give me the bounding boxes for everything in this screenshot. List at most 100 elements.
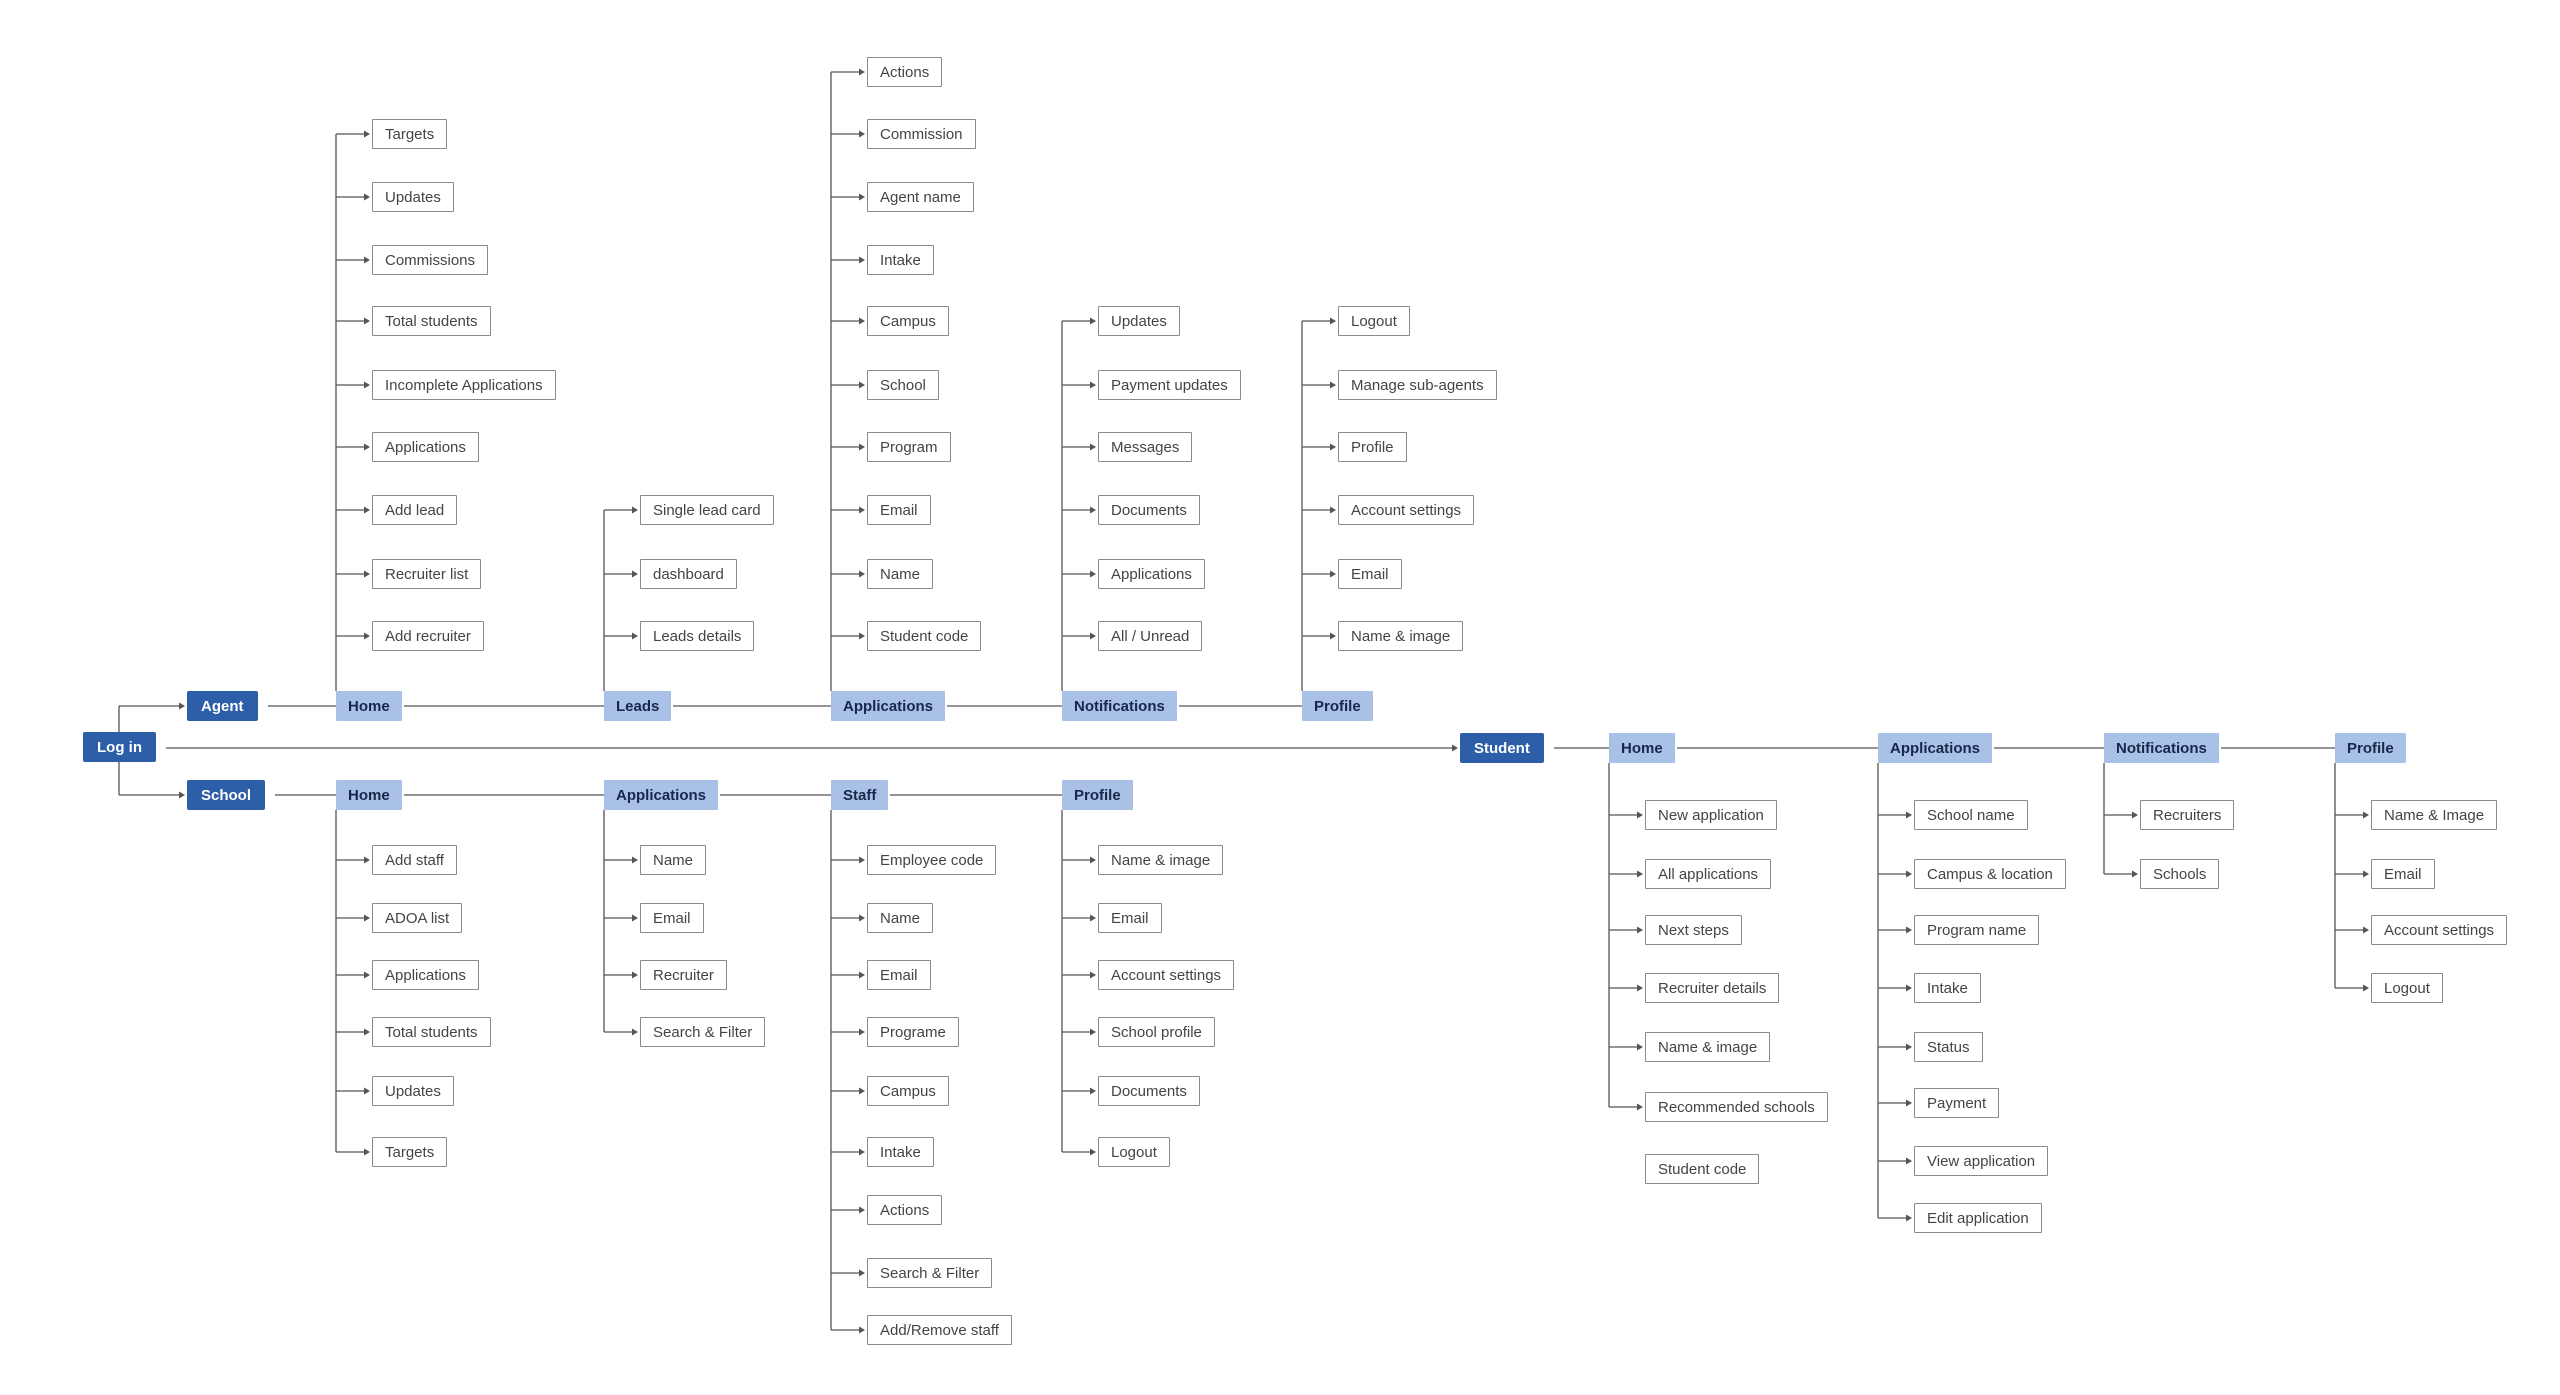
agent-applications-item-intake[interactable]: Intake: [867, 245, 934, 275]
student-section-profile[interactable]: Profile: [2335, 733, 2406, 763]
school-staff-item-intake[interactable]: Intake: [867, 1137, 934, 1167]
student-applications-item-payment[interactable]: Payment: [1914, 1088, 2000, 1118]
student-home-item-all-applications[interactable]: All applications: [1645, 859, 1772, 889]
agent-home-item-add-recruiter[interactable]: Add recruiter: [372, 621, 484, 651]
agent-applications-item-actions[interactable]: Actions: [867, 57, 943, 87]
agent-applications-item-agent-name[interactable]: Agent name: [867, 182, 974, 212]
agent-section-notifications[interactable]: Notifications: [1062, 691, 1177, 721]
school-profile-item-documents[interactable]: Documents: [1098, 1076, 1200, 1106]
arrow-head-icon: [364, 193, 370, 201]
school-applications-item-search-filter[interactable]: Search & Filter: [640, 1017, 766, 1047]
agent-profile-item-account-settings[interactable]: Account settings: [1338, 495, 1475, 525]
agent-notifications-item-payment-updates[interactable]: Payment updates: [1098, 370, 1241, 400]
role-school[interactable]: School: [187, 780, 266, 810]
agent-home-item-updates[interactable]: Updates: [372, 182, 454, 212]
student-applications-item-school-name[interactable]: School name: [1914, 800, 2028, 830]
agent-section-leads[interactable]: Leads: [604, 691, 672, 721]
student-profile-item-email[interactable]: Email: [2371, 859, 2435, 889]
student-notifications-item-recruiters[interactable]: Recruiters: [2140, 800, 2235, 830]
school-profile-item-name-image[interactable]: Name & image: [1098, 845, 1224, 875]
school-profile-item-email[interactable]: Email: [1098, 903, 1162, 933]
agent-applications-item-name[interactable]: Name: [867, 559, 934, 589]
student-applications-item-view-application[interactable]: View application: [1914, 1146, 2049, 1176]
agent-profile-item-profile[interactable]: Profile: [1338, 432, 1407, 462]
school-staff-item-search-filter[interactable]: Search & Filter: [867, 1258, 993, 1288]
student-section-home[interactable]: Home: [1609, 733, 1675, 763]
student-notifications-item-schools[interactable]: Schools: [2140, 859, 2220, 889]
school-section-profile[interactable]: Profile: [1062, 780, 1133, 810]
agent-home-item-total-students[interactable]: Total students: [372, 306, 491, 336]
student-applications-item-campus-location[interactable]: Campus & location: [1914, 859, 2066, 889]
agent-section-applications[interactable]: Applications: [831, 691, 946, 721]
school-profile-item-logout[interactable]: Logout: [1098, 1137, 1170, 1167]
agent-leads-item-leads-details[interactable]: Leads details: [640, 621, 755, 651]
school-home-item-applications[interactable]: Applications: [372, 960, 479, 990]
student-home-item-new-application[interactable]: New application: [1645, 800, 1777, 830]
agent-profile-item-email[interactable]: Email: [1338, 559, 1402, 589]
student-profile-item-name-image[interactable]: Name & Image: [2371, 800, 2498, 830]
agent-applications-item-campus[interactable]: Campus: [867, 306, 949, 336]
student-home-item-name-image[interactable]: Name & image: [1645, 1032, 1771, 1062]
student-applications-item-program-name[interactable]: Program name: [1914, 915, 2040, 945]
student-profile-item-account-settings[interactable]: Account settings: [2371, 915, 2508, 945]
student-applications-item-status[interactable]: Status: [1914, 1032, 1983, 1062]
school-home-item-updates[interactable]: Updates: [372, 1076, 454, 1106]
arrow-head-icon: [2363, 870, 2369, 878]
school-profile-item-account-settings[interactable]: Account settings: [1098, 960, 1235, 990]
school-applications-item-email[interactable]: Email: [640, 903, 704, 933]
student-home-item-recommended-schools[interactable]: Recommended schools: [1645, 1092, 1828, 1122]
school-section-applications[interactable]: Applications: [604, 780, 719, 810]
agent-home-item-add-lead[interactable]: Add lead: [372, 495, 458, 525]
school-staff-item-name[interactable]: Name: [867, 903, 934, 933]
school-applications-item-name[interactable]: Name: [640, 845, 707, 875]
agent-home-item-incomplete-applications[interactable]: Incomplete Applications: [372, 370, 556, 400]
student-applications-item-edit-application[interactable]: Edit application: [1914, 1203, 2042, 1233]
school-staff-item-employee-code[interactable]: Employee code: [867, 845, 997, 875]
agent-home-item-recruiter-list[interactable]: Recruiter list: [372, 559, 482, 589]
student-home-item-next-steps[interactable]: Next steps: [1645, 915, 1742, 945]
student-home-item-student-code[interactable]: Student code: [1645, 1154, 1760, 1184]
agent-profile-item-name-image[interactable]: Name & image: [1338, 621, 1464, 651]
student-section-applications[interactable]: Applications: [1878, 733, 1993, 763]
agent-home-item-applications[interactable]: Applications: [372, 432, 479, 462]
school-home-item-targets[interactable]: Targets: [372, 1137, 448, 1167]
role-student[interactable]: Student: [1460, 733, 1544, 763]
student-profile-item-logout[interactable]: Logout: [2371, 973, 2443, 1003]
school-staff-item-actions[interactable]: Actions: [867, 1195, 943, 1225]
school-staff-item-campus[interactable]: Campus: [867, 1076, 949, 1106]
agent-applications-item-email[interactable]: Email: [867, 495, 931, 525]
school-staff-item-email[interactable]: Email: [867, 960, 931, 990]
school-staff-item-programe[interactable]: Programe: [867, 1017, 959, 1047]
role-agent[interactable]: Agent: [187, 691, 258, 721]
agent-notifications-item-messages[interactable]: Messages: [1098, 432, 1193, 462]
arrow-head-icon: [364, 1028, 370, 1036]
school-home-item-add-staff[interactable]: Add staff: [372, 845, 457, 875]
agent-applications-item-student-code[interactable]: Student code: [867, 621, 982, 651]
school-profile-item-school-profile[interactable]: School profile: [1098, 1017, 1215, 1047]
agent-notifications-item-documents[interactable]: Documents: [1098, 495, 1200, 525]
student-applications-item-intake[interactable]: Intake: [1914, 973, 1981, 1003]
student-home-item-recruiter-details[interactable]: Recruiter details: [1645, 973, 1780, 1003]
agent-home-item-commissions[interactable]: Commissions: [372, 245, 489, 275]
agent-profile-item-logout[interactable]: Logout: [1338, 306, 1410, 336]
agent-notifications-item-updates[interactable]: Updates: [1098, 306, 1180, 336]
agent-section-profile[interactable]: Profile: [1302, 691, 1373, 721]
login-node[interactable]: Log in: [83, 732, 156, 762]
agent-leads-item-dashboard[interactable]: dashboard: [640, 559, 737, 589]
school-section-home[interactable]: Home: [336, 780, 402, 810]
agent-applications-item-program[interactable]: Program: [867, 432, 951, 462]
school-section-staff[interactable]: Staff: [831, 780, 889, 810]
school-home-item-total-students[interactable]: Total students: [372, 1017, 491, 1047]
agent-applications-item-commission[interactable]: Commission: [867, 119, 976, 149]
agent-notifications-item-all-unread[interactable]: All / Unread: [1098, 621, 1203, 651]
agent-home-item-targets[interactable]: Targets: [372, 119, 448, 149]
agent-applications-item-school[interactable]: School: [867, 370, 939, 400]
agent-profile-item-manage-sub-agents[interactable]: Manage sub-agents: [1338, 370, 1497, 400]
agent-notifications-item-applications[interactable]: Applications: [1098, 559, 1205, 589]
agent-section-home[interactable]: Home: [336, 691, 402, 721]
school-home-item-adoa-list[interactable]: ADOA list: [372, 903, 463, 933]
school-staff-item-add-remove-staff[interactable]: Add/Remove staff: [867, 1315, 1012, 1345]
school-applications-item-recruiter[interactable]: Recruiter: [640, 960, 727, 990]
student-section-notifications[interactable]: Notifications: [2104, 733, 2219, 763]
agent-leads-item-single-lead-card[interactable]: Single lead card: [640, 495, 774, 525]
